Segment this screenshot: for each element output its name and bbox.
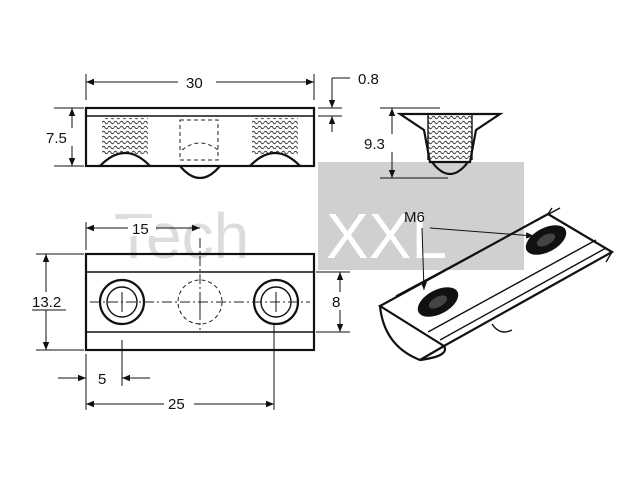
watermark: Tech XXL — [114, 162, 524, 272]
dim-0.8-label: 0.8 — [358, 71, 379, 88]
dim-30-label: 30 — [186, 75, 203, 92]
dim-9.3-label: 9.3 — [364, 136, 385, 153]
dim-30: 30 — [85, 72, 315, 100]
thread-label: M6 — [404, 209, 425, 226]
dim-25: 25 — [85, 324, 275, 413]
dim-8-label: 8 — [332, 294, 340, 311]
top-view — [84, 238, 316, 352]
dim-7.5: 7.5 — [44, 107, 84, 167]
front-view — [84, 106, 316, 180]
dim-25-label: 25 — [168, 396, 185, 413]
dim-0.8: 0.8 — [318, 71, 379, 132]
dim-15-label: 15 — [132, 221, 149, 238]
dim-13.2-label: 13.2 — [32, 294, 61, 311]
dim-5: 5 — [58, 340, 150, 388]
dim-8: 8 — [316, 271, 350, 333]
dim-7.5-label: 7.5 — [46, 130, 67, 147]
dim-15: 15 — [85, 218, 200, 250]
dim-5-label: 5 — [98, 371, 106, 388]
watermark-box — [318, 162, 524, 270]
side-view — [396, 112, 504, 176]
dim-9.3: 9.3 — [362, 107, 448, 179]
dim-13.2: 13.2 — [28, 253, 84, 351]
thread-callout: M6 — [404, 209, 535, 291]
watermark-text-xxl: XXL — [326, 200, 447, 272]
